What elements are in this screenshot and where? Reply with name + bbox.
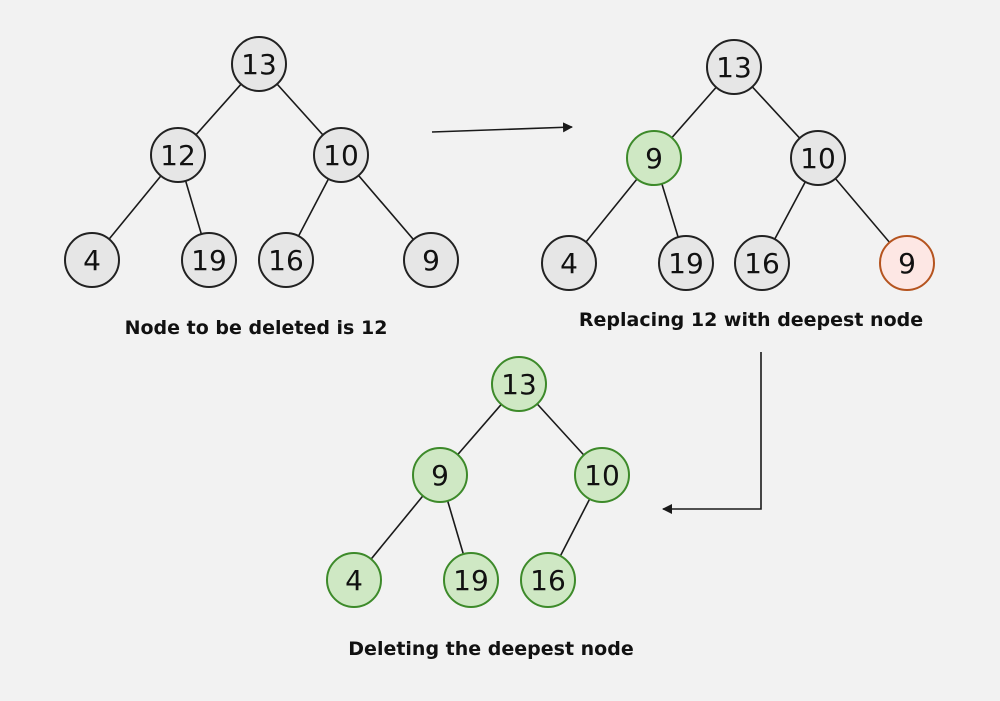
- node-circle: [574, 447, 630, 503]
- arrow-step-1-to-2: [431, 122, 573, 133]
- node-circle: [412, 447, 468, 503]
- caption-tree-1: Node to be deleted is 12: [125, 317, 388, 339]
- node-label: 9: [431, 459, 449, 492]
- tree-node: 9: [626, 130, 682, 186]
- node-circle: [403, 232, 459, 288]
- tree-node: 16: [520, 552, 576, 608]
- node-label: 12: [160, 139, 196, 172]
- node-label: 16: [530, 564, 566, 597]
- node-circle: [706, 39, 762, 95]
- node-label: 19: [453, 564, 489, 597]
- node-circle: [541, 235, 597, 291]
- node-circle: [520, 552, 576, 608]
- node-circle: [64, 232, 120, 288]
- node-circle: [326, 552, 382, 608]
- node-label: 19: [668, 247, 704, 280]
- tree-node: 19: [658, 235, 714, 291]
- caption-tree-2: Replacing 12 with deepest node: [579, 309, 923, 331]
- node-label: 10: [584, 459, 620, 492]
- node-label: 13: [716, 51, 752, 84]
- node-circle: [443, 552, 499, 608]
- tree-node: 16: [258, 232, 314, 288]
- node-circle: [734, 235, 790, 291]
- tree-node: 10: [574, 447, 630, 503]
- node-label: 13: [241, 48, 277, 81]
- tree-1: 13 12 10 4 19 16 9: [64, 36, 459, 288]
- caption-tree-3: Deleting the deepest node: [348, 638, 633, 660]
- node-circle: [150, 127, 206, 183]
- tree-node: 12: [150, 127, 206, 183]
- tree-3: 13 9 10 4 19 16: [326, 356, 630, 608]
- tree-node: 4: [64, 232, 120, 288]
- tree-node: 4: [541, 235, 597, 291]
- node-circle: [790, 130, 846, 186]
- tree-node: 9: [879, 235, 935, 291]
- node-label: 9: [898, 247, 916, 280]
- node-label: 16: [744, 247, 780, 280]
- node-label: 10: [800, 142, 836, 175]
- trees-layer: 13 12 10 4 19 16 9 13 9 10 4 19 16 9 13 9 10 4 19 16: [64, 36, 935, 608]
- node-label: 16: [268, 244, 304, 277]
- node-circle: [258, 232, 314, 288]
- node-circle: [626, 130, 682, 186]
- node-label: 4: [345, 564, 363, 597]
- node-label: 4: [83, 244, 101, 277]
- node-circle: [879, 235, 935, 291]
- node-label: 4: [560, 247, 578, 280]
- node-label: 13: [501, 368, 537, 401]
- node-circle: [491, 356, 547, 412]
- tree-node: 10: [790, 130, 846, 186]
- node-circle: [231, 36, 287, 92]
- tree-node: 4: [326, 552, 382, 608]
- tree-node: 13: [231, 36, 287, 92]
- arrow-step-2-to-3: [662, 352, 762, 514]
- tree-node: 16: [734, 235, 790, 291]
- node-label: 9: [645, 142, 663, 175]
- tree-node: 9: [403, 232, 459, 288]
- tree-node: 19: [181, 232, 237, 288]
- tree-node: 9: [412, 447, 468, 503]
- tree-node: 10: [313, 127, 369, 183]
- tree-2: 13 9 10 4 19 16 9: [541, 39, 935, 291]
- tree-node: 13: [706, 39, 762, 95]
- node-label: 10: [323, 139, 359, 172]
- node-circle: [313, 127, 369, 183]
- node-circle: [181, 232, 237, 288]
- tree-node: 19: [443, 552, 499, 608]
- node-label: 19: [191, 244, 227, 277]
- tree-node: 13: [491, 356, 547, 412]
- node-label: 9: [422, 244, 440, 277]
- node-circle: [658, 235, 714, 291]
